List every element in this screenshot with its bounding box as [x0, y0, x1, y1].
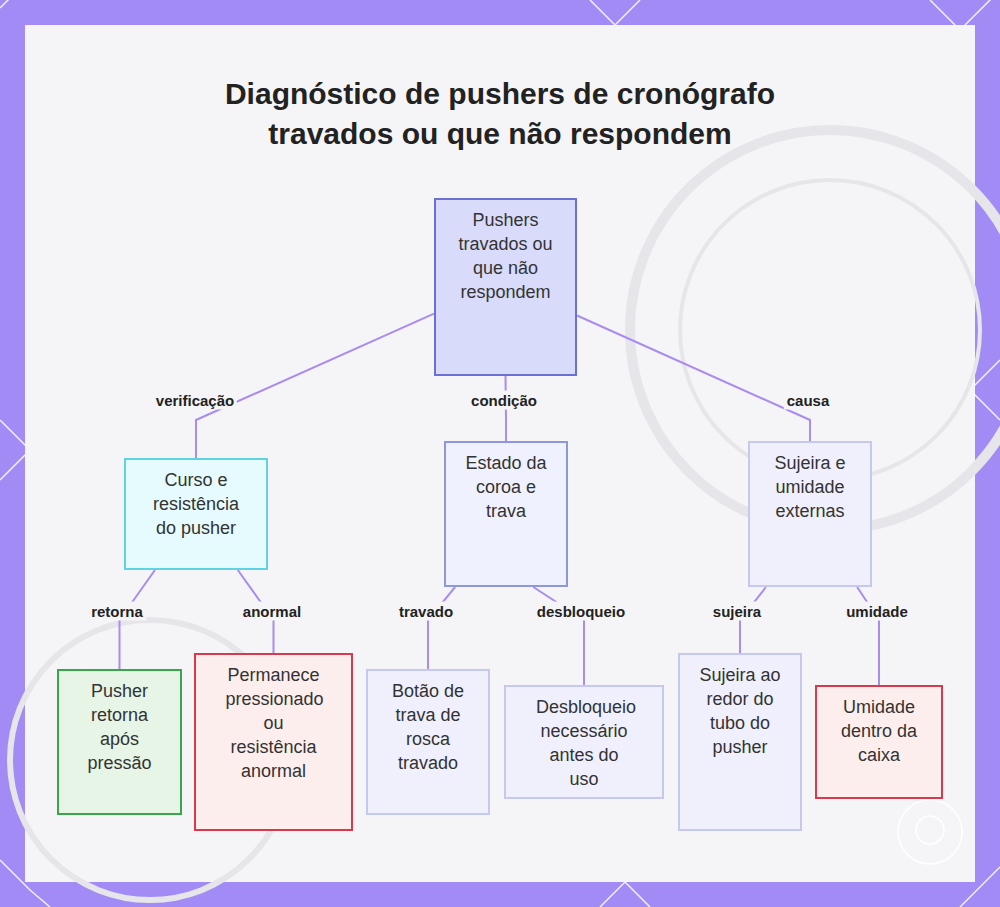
edge-label: condição — [468, 391, 540, 410]
warning-box: Umidade dentro da caixa — [815, 685, 943, 799]
node-label: Pusher retorna após pressão — [75, 679, 165, 775]
node-label: Curso e resistência do pusher — [146, 468, 246, 540]
edge-label: retorna — [88, 602, 146, 621]
diagram-title: Diagnóstico de pushers de cronógrafo tra… — [180, 74, 820, 154]
condition-box: Estado da coroa e trava — [444, 441, 568, 587]
result-box: Sujeira ao redor do tubo do pusher — [678, 653, 802, 831]
logo-ring — [898, 800, 962, 864]
cause-box: Sujeira e umidade externas — [748, 441, 872, 587]
node-label: Sujeira ao redor do tubo do pusher — [694, 663, 786, 759]
node-label: Pushers travados ou que não respondem — [456, 208, 556, 304]
logo — [898, 800, 962, 864]
edge-label: verificação — [153, 391, 237, 410]
panel — [25, 25, 975, 882]
edge-label: umidade — [843, 602, 911, 621]
node-label: Sujeira e umidade externas — [763, 451, 858, 523]
node-label: Desbloqueio necessário antes do uso — [536, 695, 632, 791]
node-label: Permanece pressionado ou resistência ano… — [226, 663, 322, 783]
node-label: Botão de trava de rosca travado — [383, 679, 473, 775]
connector — [196, 314, 434, 458]
watch-dial — [680, 180, 980, 480]
edge-label: anormal — [240, 602, 304, 621]
connector — [428, 587, 455, 669]
edge-label: causa — [784, 391, 833, 410]
node-label: Umidade dentro da caixa — [829, 695, 929, 767]
edge-label: travado — [396, 602, 456, 621]
frame-line — [0, 0, 20, 8]
node-label: Estado da coroa e trava — [459, 451, 554, 523]
edge-label: desbloqueio — [534, 602, 628, 621]
ok-box: Pusher retorna após pressão — [57, 669, 182, 815]
frame-line — [600, 882, 650, 907]
edge-label: sujeira — [710, 602, 764, 621]
watch-bezel — [630, 130, 1000, 530]
check-box: Curso e resistência do pusher — [124, 458, 268, 570]
root-box: Pushers travados ou que não respondem — [434, 198, 577, 376]
frame-line — [590, 0, 640, 25]
warning-box: Permanece pressionado ou resistência ano… — [194, 653, 353, 831]
result-box: Desbloqueio necessário antes do uso — [504, 685, 664, 799]
watch-illustration — [10, 130, 1000, 900]
logo-mark — [916, 816, 944, 844]
connector — [577, 315, 810, 441]
result-box: Botão de trava de rosca travado — [366, 669, 490, 815]
